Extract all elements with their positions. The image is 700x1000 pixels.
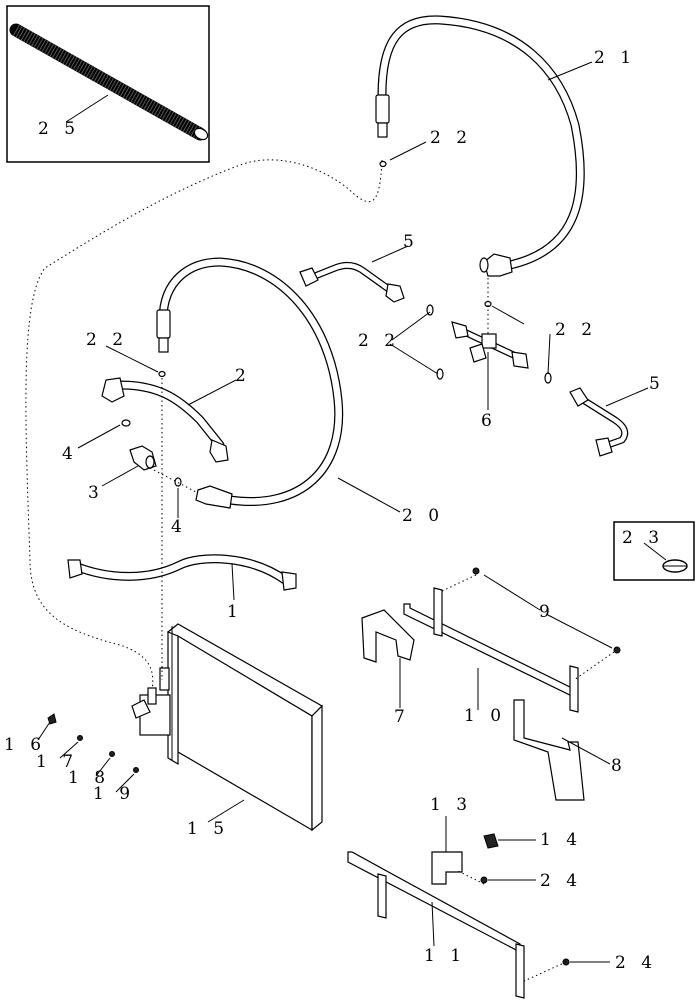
tube-5-upper — [299, 261, 405, 303]
callout-14: 1 4 — [540, 830, 582, 850]
callout-3: 3 — [88, 483, 104, 503]
hose-21 — [375, 15, 585, 277]
callout-13: 1 3 — [430, 795, 472, 815]
fitting-3 — [129, 445, 157, 471]
callout-21: 2 1 — [594, 48, 636, 68]
inset-sleeve-25 — [6, 5, 210, 163]
assembly-lines — [149, 278, 615, 983]
condenser-15 — [131, 623, 323, 832]
bracket-7 — [361, 609, 415, 663]
callout-5: 5 — [403, 232, 419, 252]
leader-lines — [37, 61, 649, 963]
callout-4: 4 — [171, 517, 187, 537]
callout-16: 1 6 — [4, 735, 46, 755]
hose-20 — [156, 257, 344, 509]
callout-7: 7 — [394, 707, 410, 727]
tee-fitting-6 — [451, 321, 529, 369]
callout-23: 2 3 — [622, 528, 664, 548]
callout-10: 1 0 — [464, 706, 506, 726]
callout-22: 2 2 — [430, 128, 472, 148]
callout-6: 6 — [481, 411, 497, 431]
callout-9: 9 — [539, 602, 555, 622]
callout-15: 1 5 — [187, 819, 229, 839]
hose-2 — [101, 377, 229, 463]
bracket-13 — [431, 851, 463, 885]
routing-path — [25, 159, 383, 691]
clip-14 — [483, 833, 499, 849]
callout-1: 1 — [227, 602, 243, 622]
callout-25: 2 5 — [38, 119, 80, 139]
callout-8: 8 — [611, 756, 627, 776]
callout-11: 1 1 — [424, 946, 466, 966]
bar-11 — [347, 851, 525, 999]
inset-clip-23 — [613, 521, 695, 581]
callout-24: 2 4 — [540, 871, 582, 891]
callout-24: 2 4 — [615, 953, 657, 973]
small-hardware — [47, 567, 621, 966]
callout-22: 2 2 — [555, 320, 597, 340]
callout-5: 5 — [649, 374, 665, 394]
callout-17: 1 7 — [36, 752, 78, 772]
callout-labels: 2 5 2 1 2 2 5 2 2 2 2 2 2 2 6 5 4 3 4 2 … — [4, 48, 665, 973]
bracket-8 — [513, 699, 585, 801]
tube-5-lower — [569, 387, 629, 457]
hose-1 — [67, 554, 297, 591]
bar-10 — [403, 587, 579, 713]
callout-20: 2 0 — [402, 506, 444, 526]
callout-4: 4 — [62, 444, 78, 464]
o-rings-22 — [121, 160, 552, 487]
callout-22: 2 2 — [86, 330, 128, 350]
callout-18: 1 8 — [68, 768, 110, 788]
callout-22: 2 2 — [358, 331, 400, 351]
callout-19: 1 9 — [93, 784, 135, 804]
callout-2: 2 — [235, 366, 251, 386]
